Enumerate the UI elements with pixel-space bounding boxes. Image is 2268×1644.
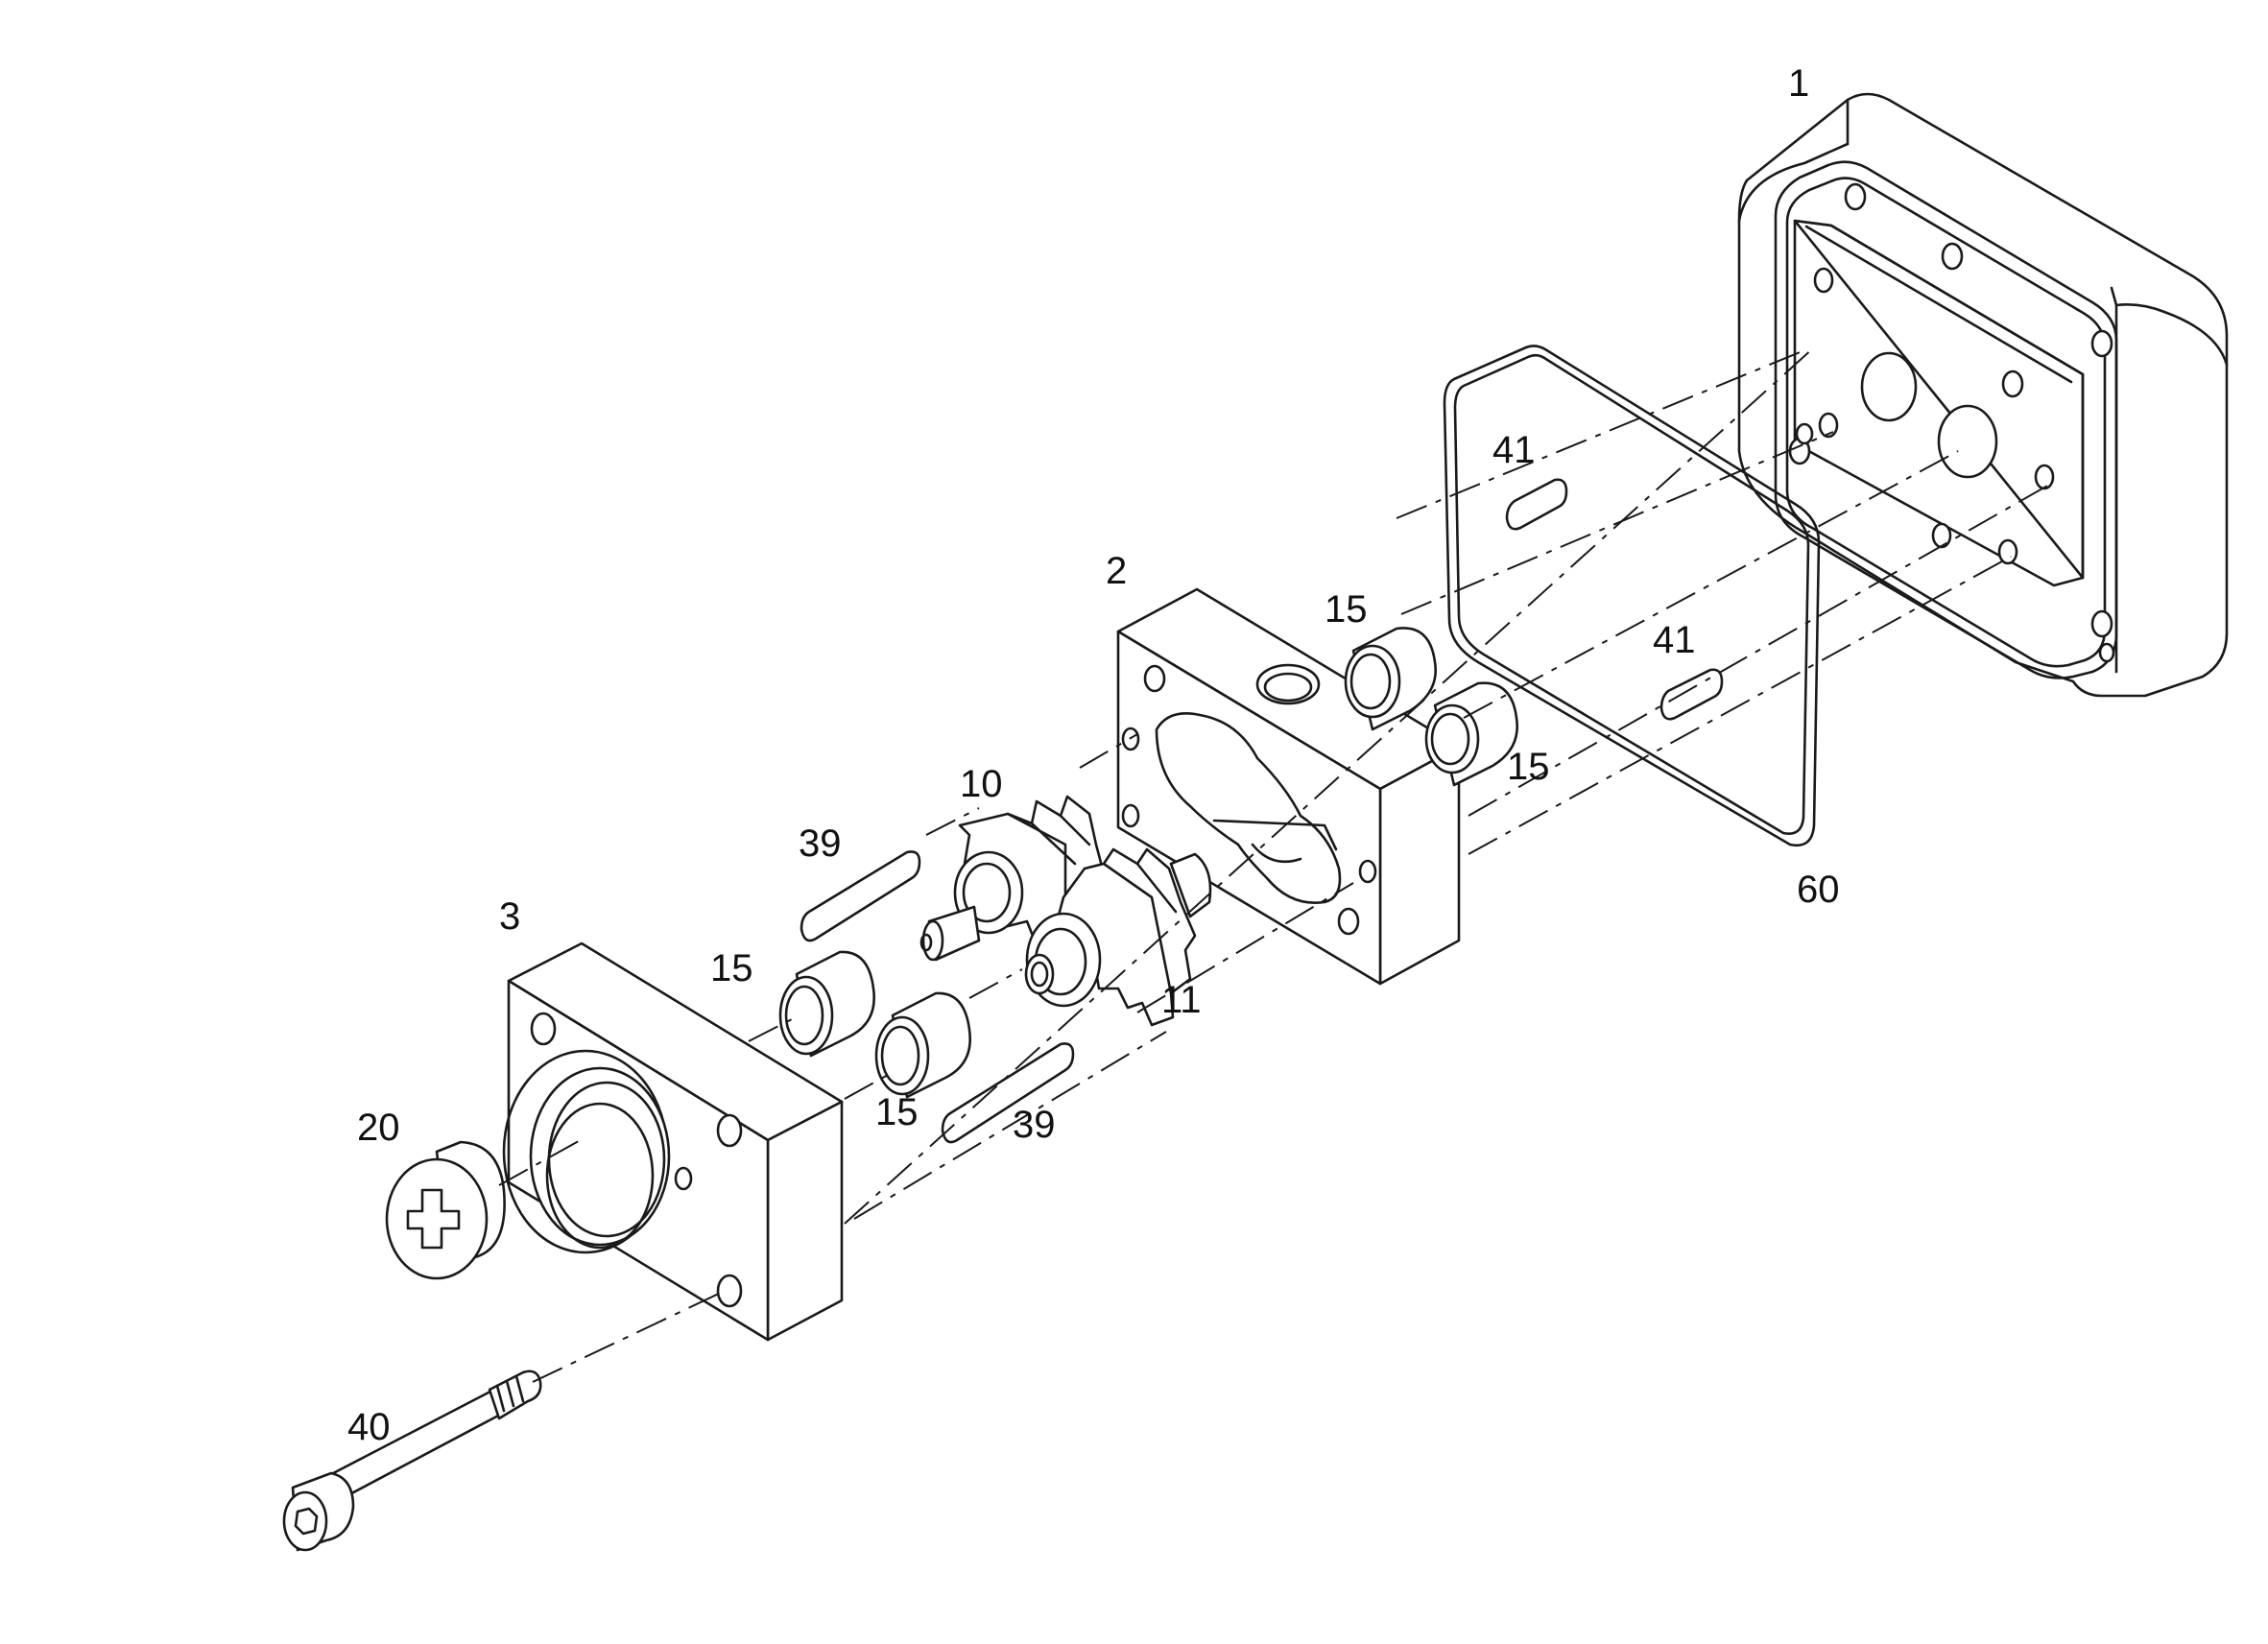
label-part-40: 40 bbox=[347, 1406, 391, 1448]
label-part-11: 11 bbox=[1161, 979, 1202, 1021]
shaft-seal-part-20 bbox=[385, 1140, 506, 1280]
label-part-41-a: 41 bbox=[1492, 429, 1536, 471]
dowels-part-41 bbox=[1505, 478, 1724, 721]
label-part-15-c: 15 bbox=[710, 947, 753, 989]
label-part-15-a: 15 bbox=[1325, 588, 1368, 631]
bushings-part-15 bbox=[778, 627, 1519, 1099]
label-part-15-d: 15 bbox=[875, 1091, 919, 1133]
label-part-2: 2 bbox=[1106, 550, 1127, 592]
o-ring-part-60 bbox=[1443, 345, 1821, 847]
label-part-41-b: 41 bbox=[1653, 619, 1696, 661]
housing-part-1 bbox=[1737, 92, 2229, 698]
alignment-axes bbox=[498, 346, 2050, 1383]
front-flange-part-3 bbox=[502, 941, 844, 1342]
label-part-3: 3 bbox=[499, 895, 520, 938]
pins-part-39 bbox=[800, 850, 1075, 1144]
label-part-39-a: 39 bbox=[799, 822, 842, 865]
label-part-1: 1 bbox=[1788, 62, 1809, 105]
gear-part-11 bbox=[1024, 847, 1212, 1027]
label-part-20: 20 bbox=[357, 1107, 400, 1149]
cap-screw-part-40 bbox=[282, 1370, 542, 1552]
callout-labels: 1 2 3 10 11 15 15 15 15 20 39 39 40 41 4… bbox=[347, 62, 1840, 1448]
label-part-39-b: 39 bbox=[1013, 1104, 1056, 1146]
label-part-60: 60 bbox=[1797, 869, 1840, 911]
label-part-15-b: 15 bbox=[1507, 746, 1550, 788]
label-part-10: 10 bbox=[960, 763, 1003, 805]
